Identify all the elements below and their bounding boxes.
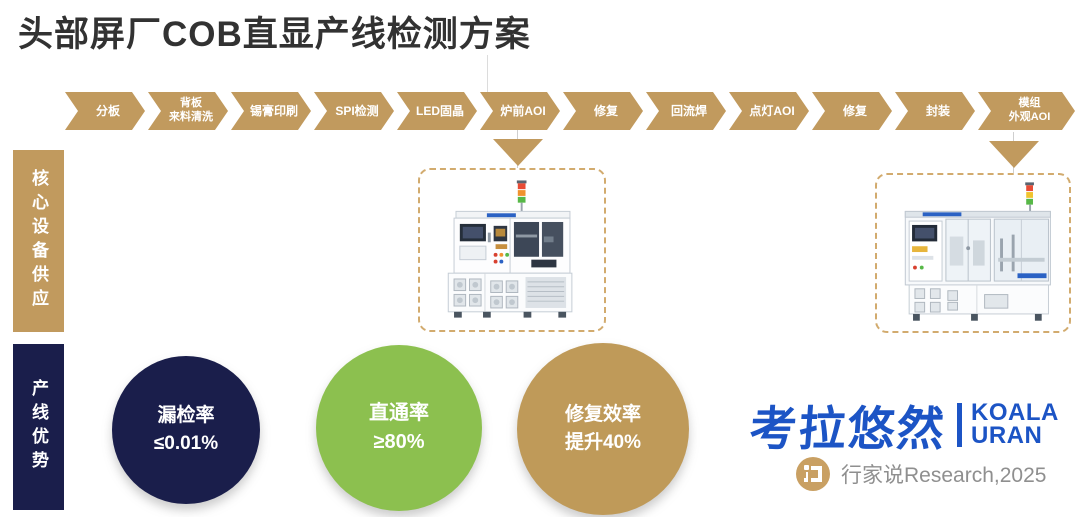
advantage-circle-pass-rate: 直通率 ≥80% [316,345,482,511]
equipment-card-pre-reflow-aoi [418,168,606,332]
flow-step-xiufu-1: 修复 [563,92,643,130]
arrow-down-icon [493,139,543,166]
row-label-core-equipment: 核心设备供应 [13,150,64,332]
flow-step-diandeng-aoi: 点灯AOI [729,92,809,130]
divider [487,55,488,92]
advantage-circle-miss-rate: 漏检率 ≤0.01% [112,356,260,504]
module-appearance-aoi-machine-image [904,182,1051,321]
equipment-card-module-aoi [875,173,1071,333]
flow-step-luqian-aoi: 炉前AOI [480,92,560,130]
arrow-down-icon [989,141,1039,168]
pre-reflow-aoi-machine-image [447,180,573,318]
flow-step-huiliuhan: 回流焊 [646,92,726,130]
flow-step-led-gujing: LED固晶 [397,92,477,130]
logo-english-text: KOALA URAN [971,398,1059,449]
logo-chinese-text: 考拉悠然 [747,402,948,455]
source-text: 行家说Research,2025 [841,464,1047,487]
advantage-circle-repair-efficiency: 修复效率 提升40% [517,343,689,515]
flow-step-mozu-waiguan-aoi: 模组 外观AOI [978,92,1075,130]
logo-divider [957,402,962,447]
flow-step-xigao-yinshua: 锡膏印刷 [231,92,311,130]
flow-step-beiban-qingxi: 背板 来料清洗 [148,92,228,130]
flow-step-spi: SPI检测 [314,92,394,130]
row-label-line-advantage: 产线优势 [13,344,64,510]
koala-uran-logo: 考拉悠然 KOALA URAN [747,390,1059,459]
page-title: 头部屏厂COB直显产线检测方案 [18,15,531,54]
hangjiashuo-logo-icon [796,457,830,491]
flow-step-fengzhuang: 封装 [895,92,975,130]
flow-step-fenban: 分板 [65,92,145,130]
source-attribution: 行家说Research,2025 [795,456,1046,492]
process-flow: 分板 背板 来料清洗 锡膏印刷 SPI检测 LED固晶 炉前AOI 修复 回流焊… [65,92,1075,130]
flow-step-xiufu-2: 修复 [812,92,892,130]
